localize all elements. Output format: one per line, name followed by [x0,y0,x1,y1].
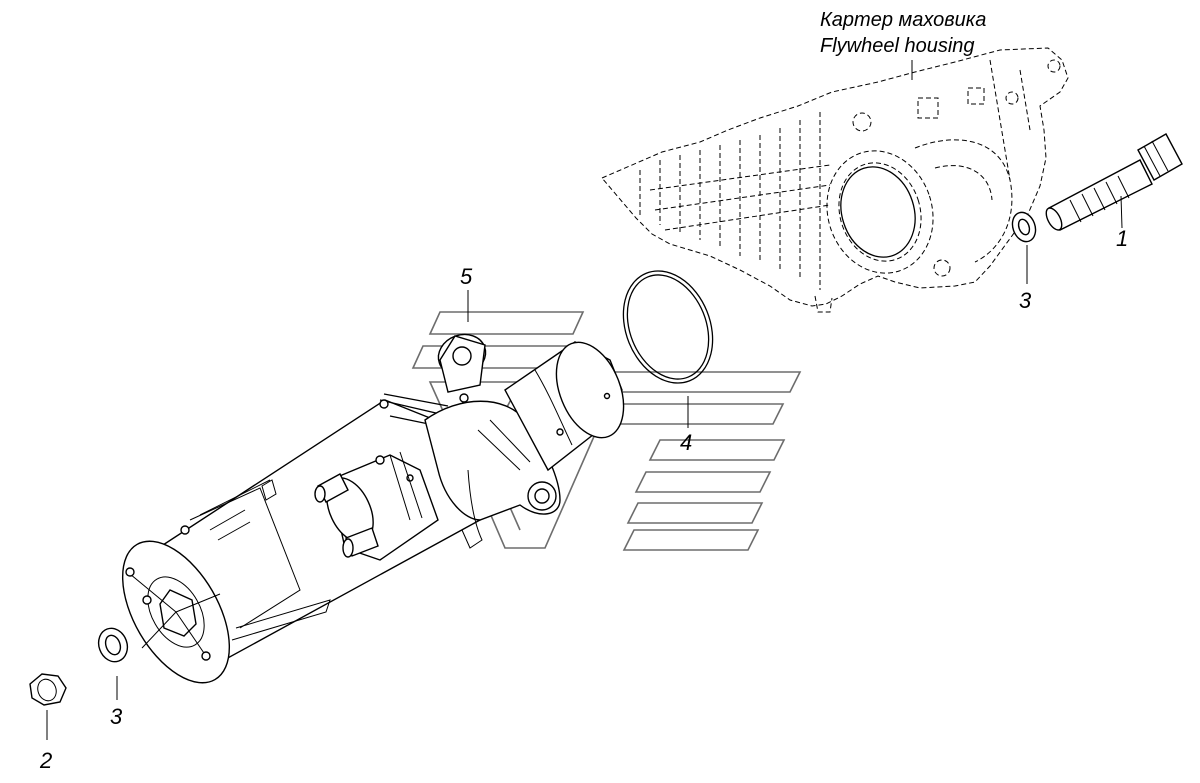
washer-right [1011,211,1037,243]
housing-caption-ru: Картер маховика [820,9,986,31]
washer-left [97,627,129,663]
callout-3-right: 3 [1019,288,1032,313]
callout-2: 2 [39,748,52,773]
nut [29,673,67,706]
o-ring-seal [622,270,714,384]
callout-5: 5 [460,264,473,289]
callout-3-left: 3 [110,704,123,729]
callout-4: 4 [680,430,692,455]
housing-caption-en: Flywheel housing [820,35,975,57]
leader-lines [46,60,1123,740]
starter-motor [121,333,625,684]
callout-1: 1 [1116,226,1128,251]
flywheel-housing [601,47,1069,313]
bolt [1045,133,1183,231]
